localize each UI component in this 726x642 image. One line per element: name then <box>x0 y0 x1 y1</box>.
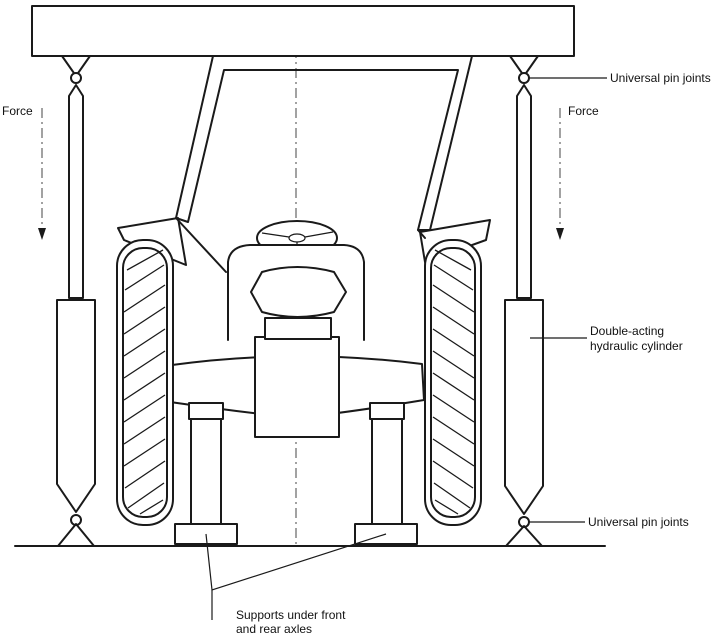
left-hydraulic-cylinder <box>56 55 96 547</box>
label-pin-joints-bottom: Universal pin joints <box>588 515 689 529</box>
label-force-left: Force <box>2 104 33 118</box>
label-supports-line2: and rear axles <box>236 622 313 636</box>
force-arrow-right <box>556 108 564 240</box>
cab-frame <box>117 55 491 273</box>
label-cylinder-line1: Double-acting <box>590 324 665 338</box>
label-pin-joints-top: Universal pin joints <box>610 71 711 85</box>
force-arrow-left <box>38 108 46 240</box>
right-tyre <box>424 239 482 526</box>
axle-support-left <box>174 402 238 545</box>
left-tyre <box>116 239 174 526</box>
label-supports-line1: Supports under front <box>236 608 346 622</box>
top-beam <box>31 5 575 57</box>
right-hydraulic-cylinder <box>504 55 544 547</box>
gearbox-top-plate <box>264 317 332 340</box>
gearbox-housing <box>254 336 340 438</box>
label-force-right: Force <box>568 104 599 118</box>
label-cylinder-line2: hydraulic cylinder <box>590 339 683 353</box>
axle-support-right <box>354 402 418 545</box>
seat <box>250 266 347 318</box>
